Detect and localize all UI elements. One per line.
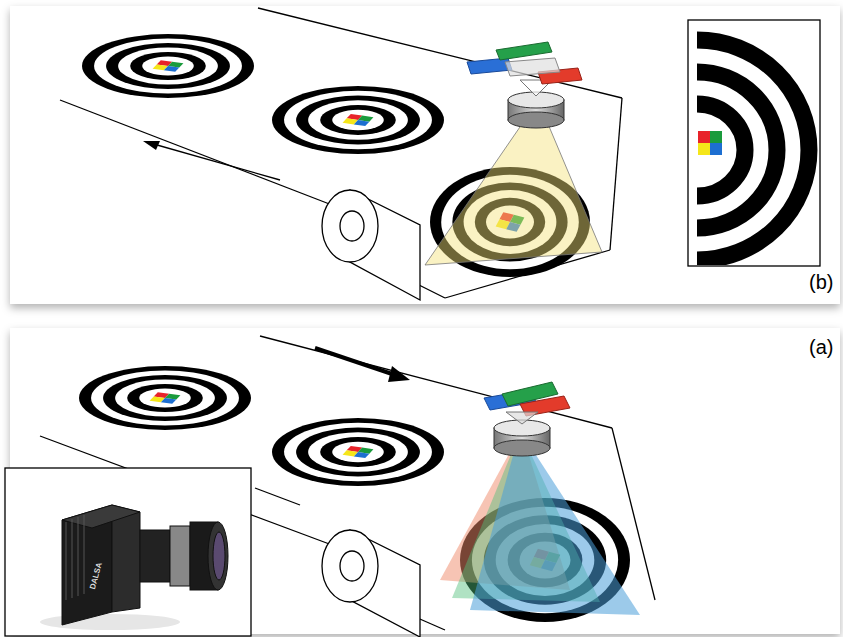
camera-brand: DALSA [88, 561, 104, 590]
panel-letter: (b) [809, 271, 833, 294]
panel-letter: (a) [809, 336, 833, 359]
